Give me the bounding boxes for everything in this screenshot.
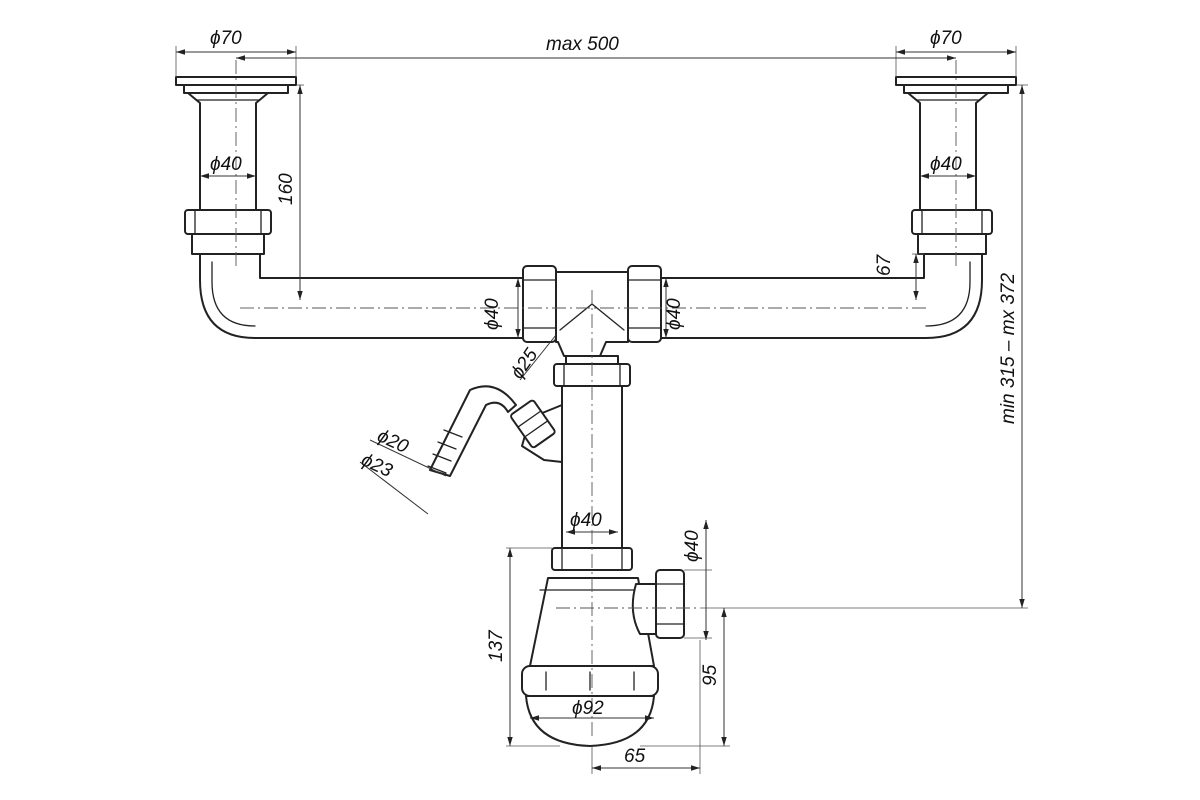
side-branch-fitting bbox=[510, 399, 563, 463]
right-outlet-drop-label: 67 bbox=[874, 253, 895, 276]
right-union-nut bbox=[911, 209, 993, 255]
tee-right-diameter-label: ϕ40 bbox=[664, 298, 685, 330]
drain-hose bbox=[427, 385, 517, 477]
trap-outlet-diameter-label: ϕ40 bbox=[682, 530, 703, 562]
trap-outlet-offset-label: 65 bbox=[624, 746, 646, 767]
overall-width-label: max 500 bbox=[546, 34, 619, 55]
hose-inner-diameter-label: ϕ20 bbox=[374, 425, 412, 458]
left-outlet-height-label: 160 bbox=[276, 173, 297, 205]
left-flange-diameter-label: ϕ70 bbox=[210, 28, 242, 49]
side-branch-diameter-label: ϕ25 bbox=[507, 345, 543, 383]
vertical-pipe-diameter-label: ϕ40 bbox=[570, 510, 602, 531]
tee-right-nut bbox=[627, 265, 662, 343]
trap-outlet-height-label: 95 bbox=[700, 664, 721, 686]
tee-left-diameter-label: ϕ40 bbox=[482, 298, 503, 330]
tee-left-nut bbox=[522, 265, 557, 343]
right-flange-diameter-label: ϕ70 bbox=[930, 28, 962, 49]
right-outlet-pipe-diameter-label: ϕ40 bbox=[930, 154, 962, 175]
overall-height-label: min 315 – mx 372 bbox=[998, 273, 1019, 424]
dimension-lines bbox=[175, 46, 1028, 774]
trap-outlet bbox=[631, 569, 685, 639]
trap-body-diameter-label: ϕ92 bbox=[572, 698, 604, 719]
centerlines bbox=[235, 60, 957, 740]
left-outlet-pipe-diameter-label: ϕ40 bbox=[210, 154, 242, 175]
left-union-nut bbox=[184, 209, 272, 255]
trap-bottom-cap bbox=[521, 665, 659, 747]
dimension-labels: ϕ70 ϕ70 max 500 ϕ40 ϕ40 160 67 min 315 –… bbox=[210, 28, 1019, 767]
hose-outer-diameter-label: ϕ23 bbox=[358, 449, 396, 482]
trap-height-label: 137 bbox=[486, 629, 507, 662]
